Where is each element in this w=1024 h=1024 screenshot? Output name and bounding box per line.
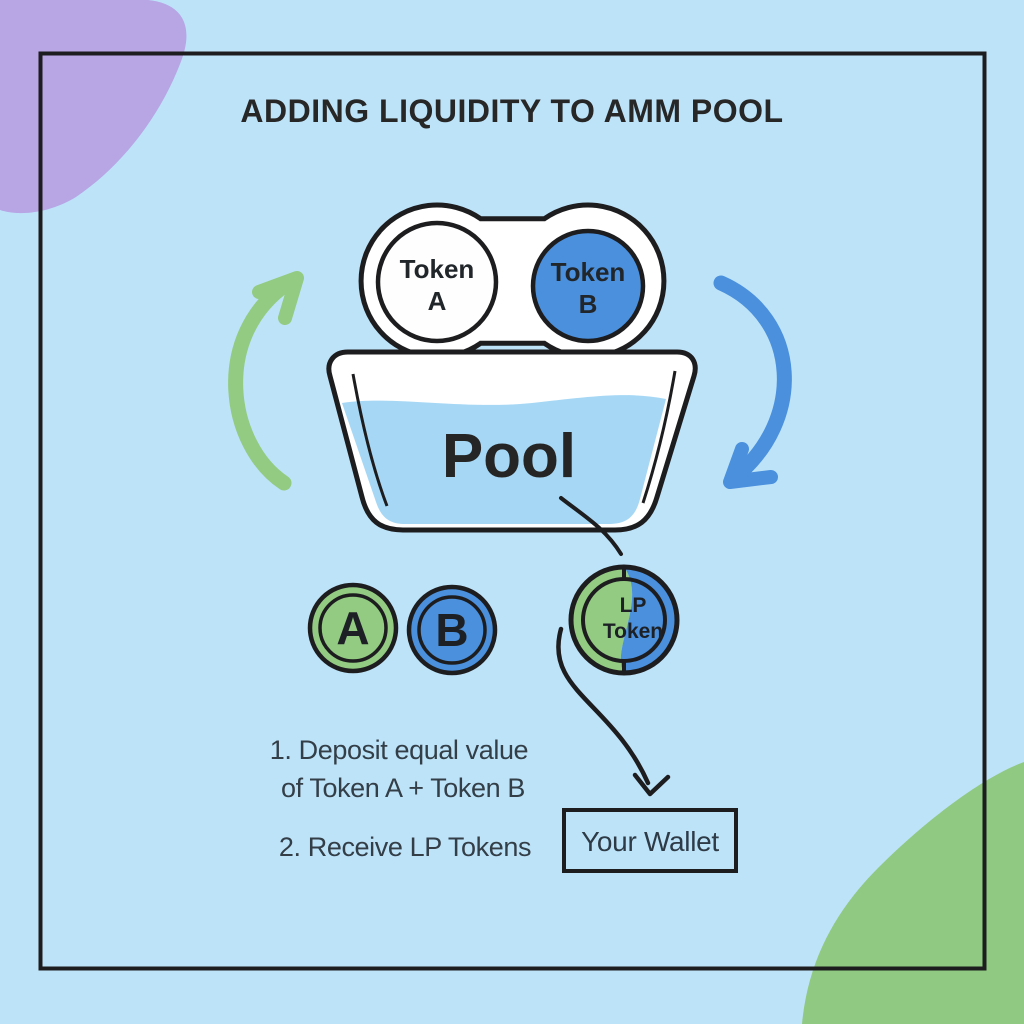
blue-cycle-arrowhead — [723, 442, 778, 489]
token-a: Token A — [375, 220, 499, 344]
step-2-line1: 2. Receive LP Tokens — [279, 832, 531, 862]
green-cycle-arrow-shaft — [228, 275, 296, 491]
coin-b: B — [406, 584, 498, 676]
step-1-line1: 1. Deposit equal value — [270, 735, 528, 765]
lp-token-label-line2: Token — [603, 620, 663, 643]
pool-inner-wall-right — [641, 370, 677, 504]
lp-token-coin: LP Token — [568, 564, 680, 676]
lp-token-label-line1: LP — [620, 594, 647, 617]
coin-a-letter: A — [336, 602, 369, 654]
blue-cycle-arrow-shaft — [713, 275, 792, 486]
token-a-circle — [375, 220, 499, 344]
token-a-letter: A — [428, 286, 447, 316]
token-b-word: Token — [551, 257, 626, 287]
wallet-box: Your Wallet — [562, 808, 738, 873]
wallet-box-outline — [562, 808, 738, 873]
lp-to-wallet-arrow-shaft — [556, 626, 651, 786]
pool-bucket: Pool — [326, 349, 698, 533]
pool-to-lp-connector — [559, 496, 623, 556]
pool-water — [342, 395, 666, 524]
token-b-letter: B — [579, 289, 598, 319]
token-b-circle — [530, 228, 646, 344]
diagram-title: ADDING LIQUIDITY TO AMM POOL — [240, 93, 783, 129]
coin-b-inner-ring — [417, 595, 487, 665]
lp-token-green-half — [571, 567, 633, 673]
step-instructions: 1. Deposit equal value of Token A + Toke… — [270, 735, 532, 862]
green-cycle-arrowhead — [252, 271, 304, 325]
token-a-word: Token — [400, 254, 475, 284]
lp-token-blue-half — [620, 567, 677, 673]
green-cycle-arrow — [228, 271, 304, 491]
coin-a-inner-ring — [318, 593, 388, 663]
coin-a-circle — [307, 582, 399, 674]
coin-a: A — [307, 582, 399, 674]
lp-to-wallet-arrow — [556, 626, 671, 797]
token-b: Token B — [530, 228, 646, 344]
pool-label: Pool — [442, 422, 576, 491]
coin-b-letter: B — [435, 604, 468, 656]
blue-cycle-arrow — [713, 275, 792, 489]
pool-inner-wall-left — [351, 373, 389, 507]
green-blob — [802, 762, 1024, 1024]
frame-border — [38, 51, 987, 971]
wallet-label: Your Wallet — [581, 826, 719, 857]
step-1-line2: of Token A + Token B — [281, 773, 525, 803]
coin-b-circle — [406, 584, 498, 676]
lp-to-wallet-arrowhead — [632, 772, 671, 797]
